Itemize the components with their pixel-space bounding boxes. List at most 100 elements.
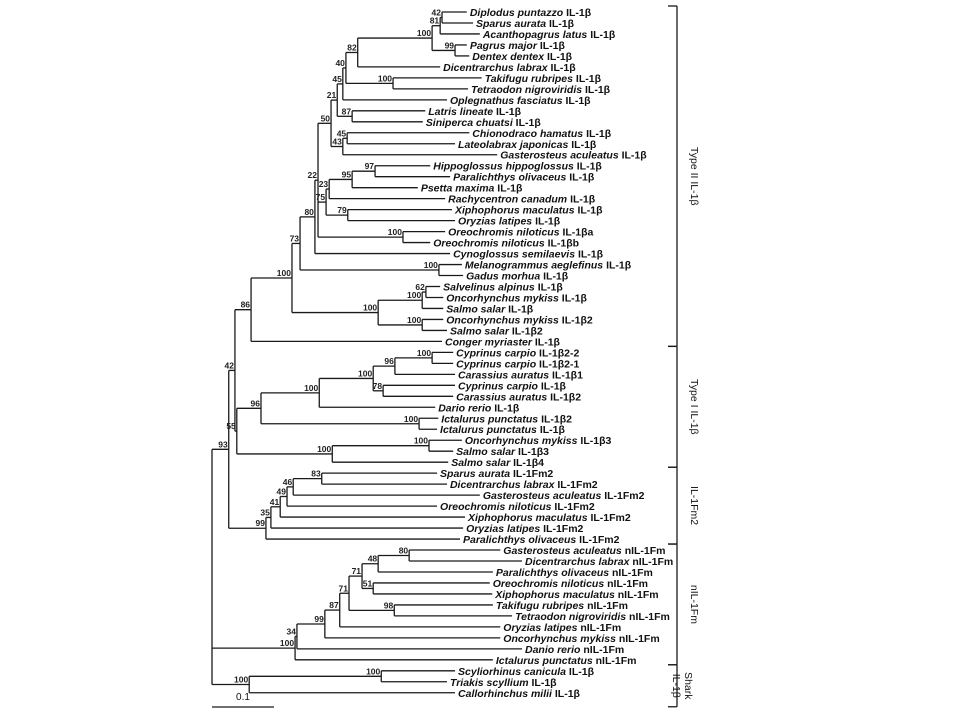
species-name: Oryzias latipes	[466, 523, 543, 535]
taxon-label: Dentex dentex IL-1β	[472, 51, 572, 63]
gene-name: IL-1β	[578, 249, 604, 261]
bootstrap-value: 49	[277, 486, 287, 496]
taxon-label: Ictalurus punctatus IL-1β	[440, 424, 565, 436]
gene-name: IL-1β	[586, 128, 612, 140]
bootstrap-value: 100	[280, 638, 294, 648]
bootstrap-value: 100	[417, 348, 431, 358]
gene-name: IL-1β3	[518, 446, 549, 458]
gene-name: nIL-1Fm	[596, 655, 637, 667]
taxon-label: Chionodraco hamatus IL-1β	[472, 128, 611, 140]
species-name: Ictalurus punctatus	[441, 413, 541, 425]
gene-name: IL-1β	[562, 292, 588, 304]
gene-name: IL-1β	[590, 29, 616, 41]
gene-name: IL-1Fm2	[557, 479, 597, 491]
taxon-label: Carassius auratus IL-1β2	[456, 391, 581, 403]
taxon-label: Oncorhynchus mykiss nIL-1Fm	[503, 633, 659, 645]
bootstrap-value: 83	[311, 469, 321, 479]
clade-label: IL-1Fm2	[688, 486, 700, 525]
bootstrap-value: 100	[424, 260, 438, 270]
taxon-label: Sparus aurata IL-1β	[476, 18, 575, 30]
bootstrap-value: 100	[417, 28, 431, 38]
taxon-label: Paralichthys olivaceus IL-1Fm2	[463, 534, 620, 546]
bootstrap-value: 62	[415, 282, 425, 292]
gene-name: nIL-1Fm	[632, 556, 673, 568]
species-name: Lateolabrax japonicas	[458, 139, 571, 151]
taxon-label: Oreochromis niloticus IL-1βb	[433, 238, 579, 250]
bootstrap-value: 99	[314, 614, 324, 624]
gene-name: IL-1β	[508, 303, 534, 315]
gene-name: IL-1β	[577, 205, 603, 217]
species-name: Oncorhynchus mykiss	[503, 633, 619, 645]
gene-name: IL-1β	[569, 172, 595, 184]
species-name: Oreochromis niloticus	[493, 578, 607, 590]
gene-name: IL-1β2-2	[539, 347, 579, 359]
gene-name: nIL-1Fm	[583, 644, 624, 656]
gene-name: IL-1β	[516, 117, 542, 129]
bootstrap-value: 71	[352, 566, 362, 576]
bootstrap-value: 35	[260, 507, 270, 517]
gene-name: IL-1β	[549, 18, 575, 30]
bootstrap-value: 45	[337, 128, 347, 138]
taxon-label: Latris lineate IL-1β	[428, 106, 521, 118]
taxon-label: Ictalurus punctatus nIL-1Fm	[496, 655, 637, 667]
species-name: Salmo salar	[450, 325, 512, 337]
taxon-label: Dicentrarchus labrax nIL-1Fm	[525, 556, 673, 568]
gene-name: nIL-1Fm	[625, 545, 666, 557]
bootstrap-value: 86	[241, 300, 251, 310]
species-name: Cyprinus carpio	[456, 347, 539, 359]
gene-name: IL-1β3	[580, 435, 611, 447]
gene-name: IL-1β4	[513, 457, 544, 469]
species-name: Cyprinus carpio	[458, 380, 541, 392]
gene-name: IL-1β	[585, 84, 611, 96]
bootstrap-value: 100	[407, 290, 421, 300]
species-name: Sparus aurata	[476, 18, 549, 30]
taxon-label: Cyprinus carpio IL-1β2-1	[456, 358, 579, 370]
gene-name: nIL-1Fm	[612, 567, 653, 579]
bootstrap-value: 79	[337, 205, 347, 215]
taxon-label: Gasterosteus aculeatus IL-1β	[500, 150, 647, 162]
species-name: Gasterosteus aculeatus	[483, 490, 604, 502]
gene-name: IL-1Fm2	[604, 490, 644, 502]
taxon-label: Psetta maxima IL-1β	[421, 183, 523, 195]
taxon-label: Hippoglossus hippoglossus IL-1β	[433, 161, 602, 173]
taxon-label: Tetraodon nigroviridis nIL-1Fm	[515, 611, 670, 623]
taxon-label: Melanogrammus aeglefinus IL-1β	[465, 260, 632, 272]
species-name: Triakis scyllium	[450, 677, 532, 689]
species-name: Oreochromis niloticus	[433, 238, 547, 250]
taxon-label: Salvelinus alpinus IL-1β	[443, 282, 563, 294]
gene-name: nIL-1Fm	[580, 622, 621, 634]
gene-name: IL-1β	[538, 282, 564, 294]
taxon-label: Tetraodon nigroviridis IL-1β	[471, 84, 611, 96]
gene-name: IL-1β	[547, 51, 573, 63]
gene-name: IL-1β	[555, 688, 581, 700]
bootstrap-value: 50	[321, 113, 331, 123]
taxon-label: Paralichthys olivaceus nIL-1Fm	[496, 567, 653, 579]
taxon-label: Triakis scyllium IL-1β	[450, 677, 557, 689]
clade-label: nIL-1Fm	[688, 585, 700, 624]
taxon-label: Siniperca chuatsi IL-1β	[426, 117, 542, 129]
taxon-label: Dicentrarchus labrax IL-1Fm2	[450, 479, 598, 491]
gene-name: IL-1β	[569, 666, 595, 678]
species-name: Oncorhynchus mykiss	[446, 292, 562, 304]
taxon-label: Danio rerio nIL-1Fm	[525, 644, 624, 656]
bootstrap-value: 96	[251, 398, 261, 408]
species-name: Dicentrarchus labrax	[450, 479, 557, 491]
bootstrap-value: 87	[342, 106, 352, 116]
gene-name: IL-1β	[540, 424, 566, 436]
species-name: Rachycentron canadum	[448, 194, 570, 206]
species-name: Pagrus major	[470, 40, 540, 52]
gene-name: IL-1β	[497, 183, 523, 195]
bootstrap-value: 100	[234, 675, 248, 685]
bootstrap-value: 100	[277, 268, 291, 278]
gene-name: nIL-1Fm	[619, 633, 660, 645]
bootstrap-value: 98	[384, 600, 394, 610]
taxon-label: Diplodus puntazzo IL-1β	[470, 7, 592, 19]
species-name: Dicentrarchus labrax	[443, 62, 550, 74]
species-name: Salmo salar	[446, 303, 508, 315]
gene-name: IL-1β	[541, 380, 567, 392]
taxon-label: Oryzias latipes IL-1β	[458, 216, 561, 228]
taxon-label: Acanthopagrus latus IL-1β	[482, 29, 616, 41]
species-name: Oplegnathus fasciatus	[450, 95, 566, 107]
bootstrap-value: 22	[308, 170, 318, 180]
species-name: Cyprinus carpio	[456, 358, 539, 370]
